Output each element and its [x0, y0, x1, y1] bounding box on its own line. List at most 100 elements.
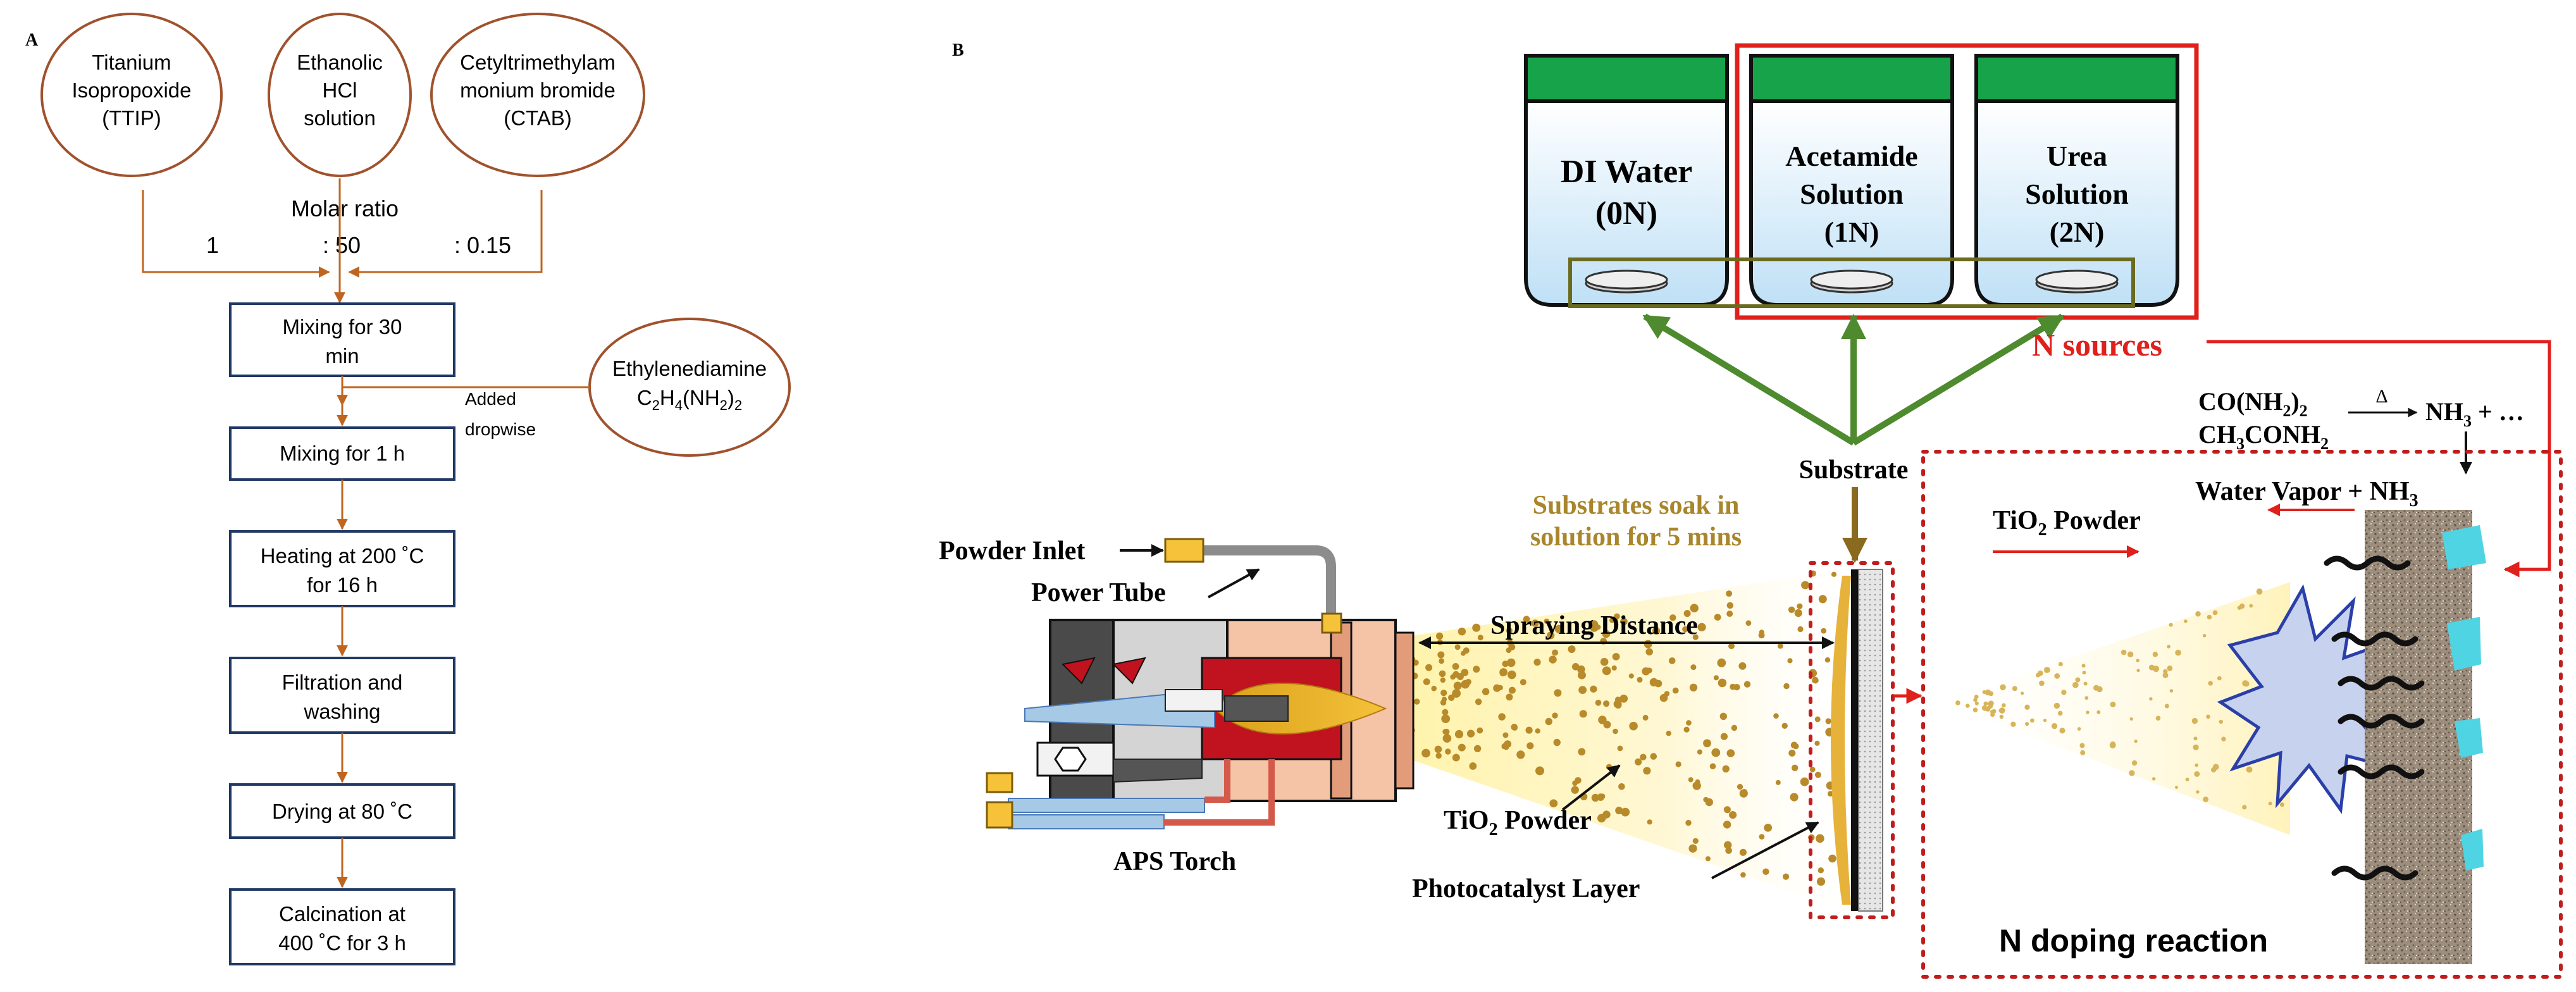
n-doping-label: N doping reaction	[1999, 923, 2268, 958]
doping-particle	[1974, 695, 1979, 699]
water-vapor-label: Water Vapor + NH3	[2195, 477, 2418, 511]
step-mixing-1h: Mixing for 1 h	[229, 426, 455, 481]
doping-particle	[2207, 614, 2212, 620]
doping-particle	[2239, 603, 2245, 609]
additive-ethylenediamine: Ethylenediamine C2H4(NH2)2	[588, 318, 791, 457]
spray-particle	[1825, 718, 1831, 724]
step-drying: Drying at 80 ˚C	[229, 783, 455, 839]
doping-particle	[2061, 690, 2067, 695]
doping-particle	[2219, 719, 2223, 724]
spray-particle	[1730, 683, 1737, 690]
spray-particle	[1458, 628, 1466, 636]
spray-particle	[1812, 676, 1819, 684]
heat-symbol: Δ	[2375, 386, 2387, 407]
jar-line: Solution	[2025, 178, 2129, 210]
spray-particle	[1535, 766, 1544, 776]
spray-particle	[1609, 617, 1615, 623]
spray-particle	[1619, 694, 1628, 703]
substrate-green-arrows	[1642, 313, 2065, 446]
spray-particle	[1554, 689, 1562, 697]
spray-particle	[1828, 854, 1836, 863]
spray-particle	[1602, 666, 1611, 676]
doping-particle	[2242, 680, 2249, 686]
spray-particle	[1439, 658, 1445, 664]
spray-particle	[1724, 841, 1732, 849]
ratio-value-ttip: 1	[206, 232, 219, 258]
ratio-value-ctab: : 0.15	[454, 232, 511, 258]
spray-particle	[1506, 627, 1513, 634]
spray-particle	[1793, 743, 1799, 750]
doping-particle	[1966, 704, 1970, 708]
doping-particle	[1990, 712, 1995, 717]
doping-particle	[2057, 710, 2063, 716]
reagent-line: Isopropoxide	[72, 78, 192, 102]
spray-particle	[1764, 824, 1773, 832]
doping-particle	[2184, 619, 2188, 623]
doping-particle	[2195, 763, 2198, 767]
spray-particle	[1814, 716, 1821, 722]
additive-name: Ethylenediamine	[612, 357, 767, 380]
aps-torch	[986, 619, 1415, 829]
spray-particle	[1642, 714, 1649, 721]
spray-particle	[1787, 658, 1793, 664]
doping-particle	[2246, 766, 2253, 773]
spray-particle	[1525, 726, 1533, 734]
spray-particle	[1599, 793, 1606, 799]
doping-particle	[2149, 697, 2153, 701]
spray-particle	[1568, 645, 1576, 654]
spray-particle	[1726, 602, 1733, 609]
doping-particle	[2075, 677, 2081, 683]
spray-particle	[1600, 657, 1609, 666]
doping-particle	[1998, 709, 2002, 712]
spray-particle	[1553, 738, 1561, 747]
spray-particle	[1441, 697, 1447, 702]
spray-particle	[1578, 748, 1586, 756]
spray-particle	[1688, 844, 1697, 853]
spray-particle	[1603, 700, 1610, 707]
doping-particle	[2195, 611, 2201, 617]
spray-particle	[1740, 872, 1746, 878]
spray-particle	[1463, 647, 1470, 654]
molar-ratio-title: Molar ratio	[291, 195, 399, 221]
spray-particle	[1635, 758, 1642, 766]
doping-particle	[2148, 664, 2155, 671]
spray-particle	[1692, 838, 1699, 844]
step-line: Filtration and	[282, 671, 403, 694]
step-mixing-30: Mixing for 30 min	[229, 302, 455, 377]
reagent-ttip: Titanium Isopropoxide (TTIP)	[40, 13, 223, 177]
doping-particle	[2212, 610, 2218, 616]
additive-formula: C2H4(NH2)2	[637, 386, 742, 413]
reagent-line: (CTAB)	[504, 106, 572, 130]
spray-particle	[1705, 798, 1713, 807]
spray-particle	[1794, 609, 1802, 617]
doping-particle	[2072, 681, 2079, 688]
spray-particle	[1697, 623, 1706, 631]
grain-blue-patches	[2442, 525, 2486, 871]
doping-particle	[2082, 671, 2086, 675]
tio2-powder-label-right: TiO2 Powder	[1993, 506, 2141, 540]
spray-particle	[1668, 657, 1676, 664]
spray-particle	[1629, 721, 1638, 731]
spray-particle	[1703, 739, 1711, 748]
spray-particle	[1571, 786, 1579, 794]
tio2-powder-label-bottom: TiO2 Powder	[1444, 806, 1592, 840]
spray-particle	[1436, 632, 1444, 640]
doping-particle	[2193, 744, 2199, 750]
soak-label-line2: solution for 5 mins	[1530, 523, 1742, 552]
spray-particle	[1643, 767, 1651, 775]
step-line: Calcination at	[279, 902, 406, 926]
spray-particle	[1647, 819, 1652, 825]
doping-particle	[2242, 805, 2247, 810]
spray-particle	[1508, 643, 1516, 651]
spray-particle	[1533, 659, 1541, 666]
spray-particle	[1502, 660, 1509, 667]
doping-particle	[2086, 710, 2090, 714]
spray-particle	[1504, 740, 1512, 748]
n-doping-squiggles	[2324, 555, 2425, 881]
spray-particle	[1720, 733, 1728, 740]
spray-particle	[1726, 590, 1733, 597]
spray-particle	[1614, 697, 1621, 703]
spray-particle	[1516, 750, 1525, 759]
spray-particle	[1445, 748, 1451, 755]
step-calcination: Calcination at 400 ˚C for 3 h	[229, 888, 455, 965]
